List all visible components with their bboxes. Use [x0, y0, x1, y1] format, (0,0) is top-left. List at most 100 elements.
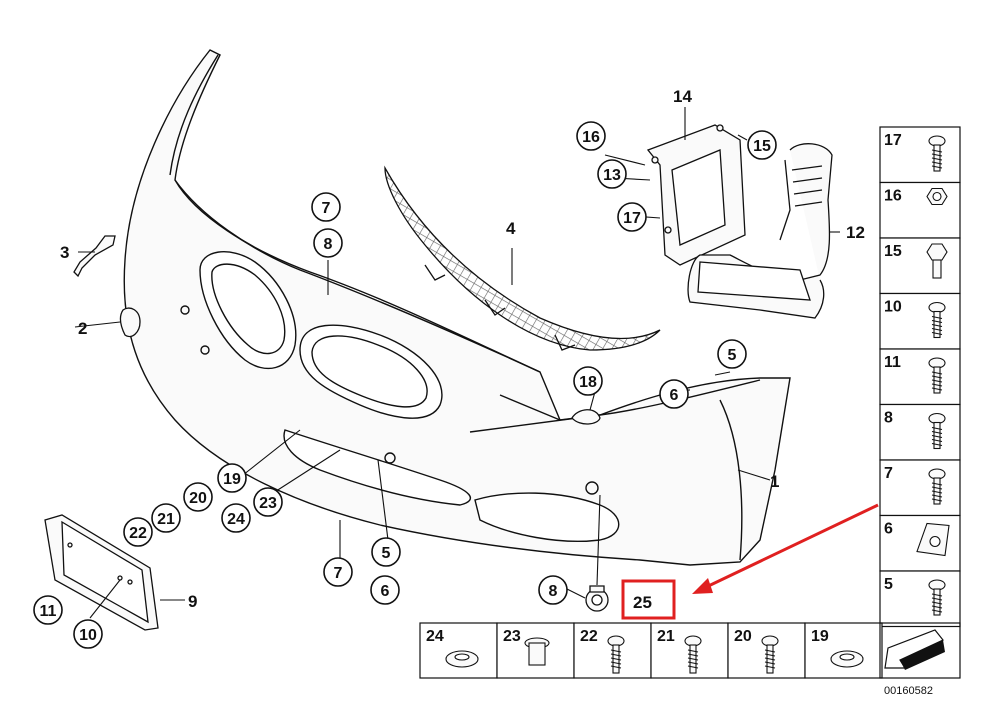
side-cell-label: 16 [884, 188, 902, 205]
callout-text: 13 [603, 167, 621, 184]
side-cell-label: 15 [884, 243, 902, 260]
callout-text: 23 [259, 495, 277, 512]
callout-text: 6 [381, 583, 390, 600]
callout-8: 8 [313, 228, 343, 258]
callout-23: 23 [253, 487, 283, 517]
bottom-cell-21: 21 [650, 622, 729, 679]
bottom-cell-22: 22 [573, 622, 652, 679]
fastener-icon [524, 637, 550, 666]
label-part-4: 4 [506, 219, 516, 238]
side-cell-label: 5 [884, 576, 893, 593]
clip-drawings [571, 409, 609, 612]
callout-21: 21 [151, 503, 181, 533]
fastener-icon [926, 187, 948, 206]
callout-text: 5 [382, 545, 391, 562]
fastener-icon [928, 357, 946, 394]
callout-text: 20 [189, 490, 207, 507]
highlight-box [621, 579, 676, 620]
license-plate-bracket-drawing [44, 514, 159, 631]
callout-text: 17 [623, 210, 641, 227]
side-cell-10: 10 [879, 292, 961, 350]
bottom-cell-23: 23 [496, 622, 575, 679]
bottom-cell-20: 20 [727, 622, 806, 679]
bottom-cell-24: 24 [419, 622, 498, 679]
fastener-icon [916, 522, 950, 557]
plain-label-group: 1 2 3 4 9 12 14 [60, 87, 865, 611]
callout-16: 16 [576, 121, 606, 151]
fastener-icon [928, 468, 946, 505]
callout-20: 20 [183, 482, 213, 512]
diagram-number: 00160582 [884, 685, 933, 697]
bottom-cell-label: 21 [657, 628, 675, 645]
callout-text: 8 [324, 236, 333, 253]
center-grille-drawing [384, 165, 661, 351]
side-cell-label: 6 [884, 521, 893, 538]
callout-8: 8 [538, 575, 568, 605]
callout-24: 24 [221, 503, 251, 533]
side-cell-16: 16 [879, 181, 961, 239]
fastener-icon [928, 412, 946, 450]
callout-text: 7 [322, 200, 331, 217]
callout-text: 16 [582, 129, 600, 146]
fastener-icon [928, 301, 946, 339]
fastener-icon [607, 635, 625, 674]
side-cell-label: 7 [884, 465, 893, 482]
callout-10: 10 [73, 619, 103, 649]
label-part-25: 25 [633, 593, 652, 612]
small-parts-drawing [73, 235, 141, 338]
callout-text: 11 [40, 603, 57, 620]
bottom-fastener-panel: 24 23 22 21 20 19 [419, 622, 883, 679]
side-cell-8: 8 [879, 403, 961, 461]
fastener-icon [928, 135, 946, 172]
label-part-1: 1 [770, 472, 779, 491]
callout-5: 5 [717, 339, 747, 369]
highlight-arrow-line [699, 503, 879, 592]
fastener-icon [761, 635, 779, 674]
side-cell-5: 5 [879, 570, 961, 628]
fastener-icon [926, 243, 948, 279]
highlight-callout: 25 [621, 503, 879, 620]
label-part-14: 14 [673, 87, 692, 106]
bottom-cell-label: 20 [734, 628, 752, 645]
callout-text: 8 [549, 583, 558, 600]
side-cell-label: 17 [884, 132, 902, 149]
callout-6: 6 [370, 575, 400, 605]
side-cell-6: 6 [879, 514, 961, 572]
label-part-12: 12 [846, 223, 865, 242]
callout-text: 22 [129, 525, 147, 542]
callout-text: 24 [227, 511, 245, 528]
callout-7: 7 [323, 557, 353, 587]
callout-11: 11 [33, 595, 63, 625]
label-part-2: 2 [78, 319, 87, 338]
callout-text: 7 [334, 565, 343, 582]
bottom-cell-label: 22 [580, 628, 598, 645]
bottom-cell-label: 23 [503, 628, 521, 645]
callout-13: 13 [597, 159, 627, 189]
callout-18: 18 [573, 366, 603, 396]
fastener-icon [684, 635, 702, 674]
label-part-9: 9 [188, 592, 197, 611]
side-cell-label: 8 [884, 410, 893, 427]
front-bumper-drawing [123, 49, 791, 566]
side-cell-label: 10 [884, 299, 902, 316]
highlight-arrow-head [692, 578, 713, 594]
corner-cell [879, 622, 961, 679]
label-part-3: 3 [60, 243, 69, 262]
callout-15: 15 [747, 130, 777, 160]
callout-text: 5 [728, 347, 737, 364]
callout-7: 7 [311, 192, 341, 222]
callout-text: 10 [79, 627, 97, 644]
callout-19: 19 [217, 463, 247, 493]
fastener-icon [445, 650, 479, 668]
callout-text: 6 [670, 387, 679, 404]
callout-6: 6 [659, 379, 689, 409]
callout-text: 19 [223, 471, 241, 488]
leader-lines [74, 107, 840, 619]
bottom-cell-19: 19 [804, 622, 883, 679]
callout-17: 17 [617, 202, 647, 232]
callout-5: 5 [371, 537, 401, 567]
callout-text: 15 [753, 138, 771, 155]
